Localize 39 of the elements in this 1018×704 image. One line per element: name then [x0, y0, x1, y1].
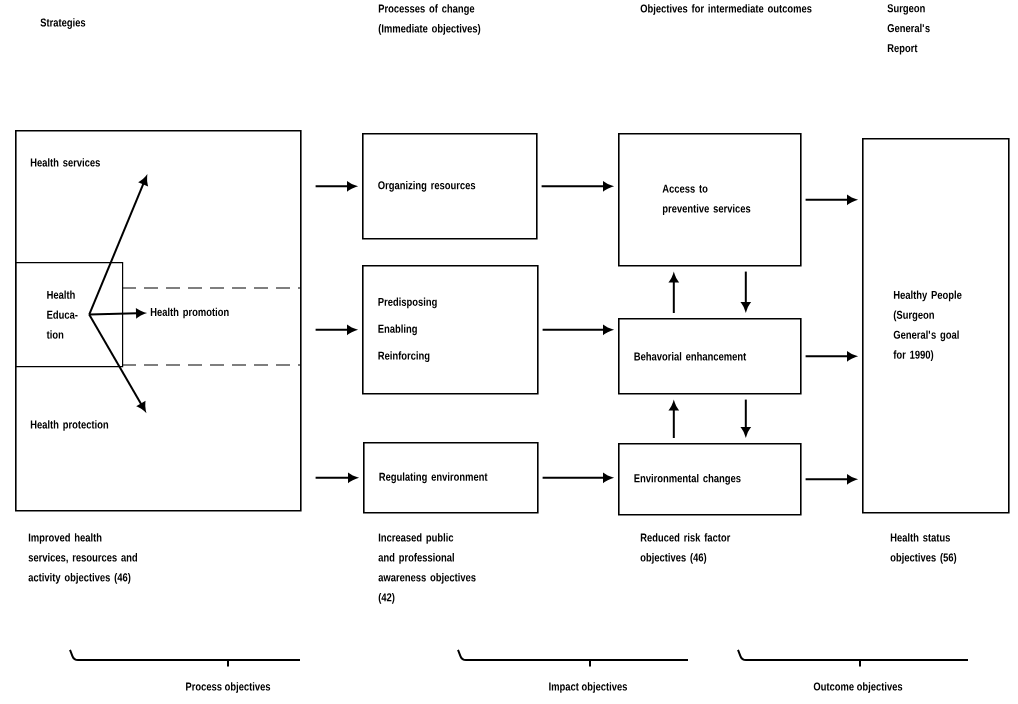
objective-text: Health status objectives (56) — [890, 533, 957, 564]
region-label: Health services — [30, 158, 100, 167]
region-label: Health promotion — [150, 307, 229, 319]
arrow — [314, 325, 356, 335]
column-heading: Surgeon General's Report — [887, 4, 930, 55]
bracket-label: Outcome objectives — [813, 682, 903, 693]
arrow — [669, 273, 679, 314]
arrow — [88, 176, 148, 316]
region-label: Health protection — [30, 420, 109, 431]
arrow — [314, 181, 356, 191]
process-box: Predisposing Enabling Reinforcing — [362, 265, 539, 395]
column-heading: Objectives for intermediate outcomes — [640, 4, 812, 15]
strategy-box — [15, 130, 302, 512]
arrow — [741, 270, 751, 311]
arrow — [804, 351, 856, 361]
arrow — [314, 473, 357, 483]
arrow — [540, 181, 612, 191]
column-heading: Processes of change (Immediate objectives) — [378, 4, 481, 35]
arrow — [741, 398, 751, 436]
objective-text: Increased public and professional awareness objectives (42) — [378, 533, 476, 604]
arrow — [88, 313, 146, 412]
outcome-box: Environmental changes — [618, 443, 802, 516]
objective-text: Improved health services, resources and activity objectives (46) — [28, 533, 138, 584]
arrow — [804, 474, 856, 484]
arrow — [541, 325, 612, 335]
arrow — [804, 195, 856, 205]
process-box: Health Educa- tion — [15, 261, 124, 368]
outcome-box: Behavorial enhancement — [618, 318, 802, 395]
arrow — [541, 473, 612, 483]
objective-text: Reduced risk factor objectives (46) — [640, 533, 731, 564]
process-box: Organizing resources — [362, 133, 538, 240]
goal-box: Healthy People (Surgeon General's goal for 1990) — [862, 138, 1010, 514]
outcome-box: Access to preventive services — [618, 133, 802, 267]
process-box: Regulating environment — [363, 442, 539, 514]
bracket-label: Impact objectives — [549, 682, 628, 693]
column-heading: Strategies — [40, 18, 86, 29]
bracket-label: Process objectives — [186, 682, 271, 693]
arrow — [669, 401, 679, 439]
arrow — [88, 308, 145, 318]
